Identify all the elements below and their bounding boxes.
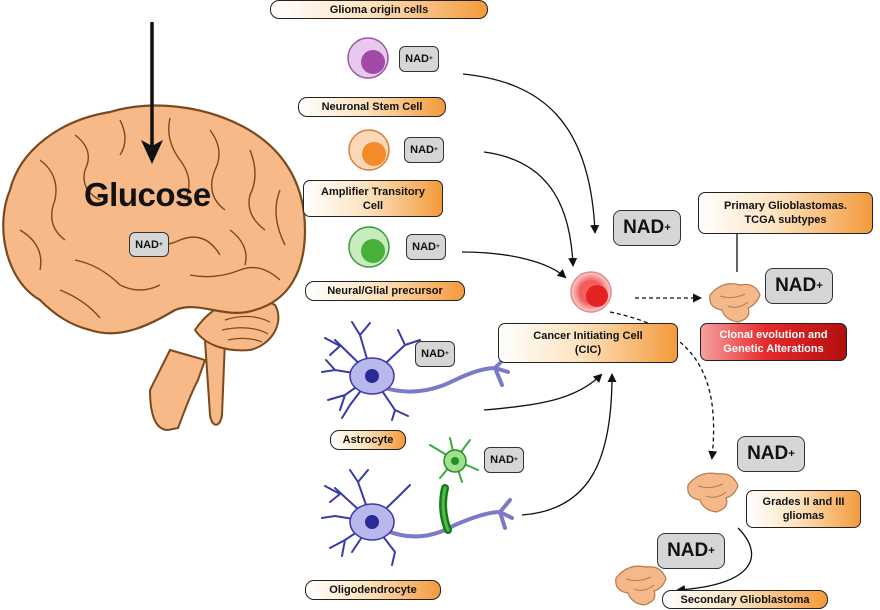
neuronal-stem-cell <box>347 37 389 79</box>
amplifier-line-1: Amplifier Transitory <box>321 185 425 198</box>
nad-badge-oligodendrocyte: NAD+ <box>484 447 524 473</box>
primary-line-1: Primary Glioblastomas. <box>724 200 847 212</box>
nad-text: NAD <box>405 53 429 65</box>
clonal-line-1: Clonal evolution and <box>719 329 828 341</box>
nad-badge-cic: NAD+ <box>613 210 681 246</box>
label-astrocyte: Astrocyte <box>330 430 406 450</box>
nad-badge-brain: NAD+ <box>129 232 169 257</box>
nad-badge-astrocyte: NAD+ <box>415 341 455 367</box>
tumor-mass-primary <box>709 283 761 323</box>
label-secondary-glioblastoma: Secondary Glioblastoma <box>662 590 828 609</box>
label-neural-glial-precursor: Neural/Glial precursor <box>305 281 465 301</box>
label-clonal-evolution: Clonal evolution and Genetic Alterations <box>700 323 847 361</box>
nad-text: NAD <box>667 540 709 561</box>
nad-text: NAD <box>412 241 436 253</box>
nad-badge-secondary: NAD+ <box>657 533 725 569</box>
label-cancer-initiating-cell: Cancer Initiating Cell (CIC) <box>498 323 678 363</box>
astrocyte-cell <box>321 321 510 421</box>
label-primary-glioblastomas: Primary Glioblastomas. TCGA subtypes <box>698 192 873 234</box>
label-grades-gliomas: Grades II and III gliomas <box>746 490 861 528</box>
amplifier-line-2: Cell <box>362 199 384 212</box>
nad-badge-precursor: NAD+ <box>406 234 446 260</box>
cancer-initiating-cell <box>570 271 612 313</box>
nad-badge-grades: NAD+ <box>737 436 805 472</box>
amplifier-transitory-cell <box>348 129 390 171</box>
tumor-mass-secondary <box>615 565 667 606</box>
oligodendrocyte-cell <box>321 437 514 566</box>
nad-text: NAD <box>623 217 665 238</box>
nad-text: NAD <box>775 275 817 296</box>
label-neuronal-stem-cell: Neuronal Stem Cell <box>298 97 446 117</box>
label-amplifier-transitory-cell: Amplifier Transitory Cell <box>303 180 443 217</box>
nad-badge-stem: NAD+ <box>399 46 439 72</box>
glucose-text: Glucose <box>84 176 211 213</box>
clonal-line-2: Genetic Alterations <box>723 343 824 355</box>
neural-glial-precursor-cell <box>348 226 390 268</box>
nad-badge-amplifier: NAD+ <box>404 137 444 163</box>
primary-line-2: TCGA subtypes <box>744 214 827 226</box>
label-oligodendrocyte: Oligodendrocyte <box>305 580 441 600</box>
grades-line-2: gliomas <box>782 510 825 522</box>
nad-text: NAD <box>421 348 445 360</box>
grades-line-1: Grades II and III <box>762 496 845 508</box>
cic-line-1: Cancer Initiating Cell <box>533 330 643 342</box>
nad-text: NAD <box>410 144 434 156</box>
nad-text: NAD <box>747 443 789 464</box>
arrows <box>461 73 753 595</box>
nad-text: NAD <box>490 454 514 466</box>
cic-line-2: (CIC) <box>574 344 602 356</box>
label-glioma-origin-cells: Glioma origin cells <box>270 0 488 19</box>
nad-badge-primary: NAD+ <box>765 268 833 304</box>
nad-text: NAD <box>135 238 159 251</box>
tumor-mass-grades <box>687 472 739 513</box>
brain-illustration <box>2 104 307 432</box>
